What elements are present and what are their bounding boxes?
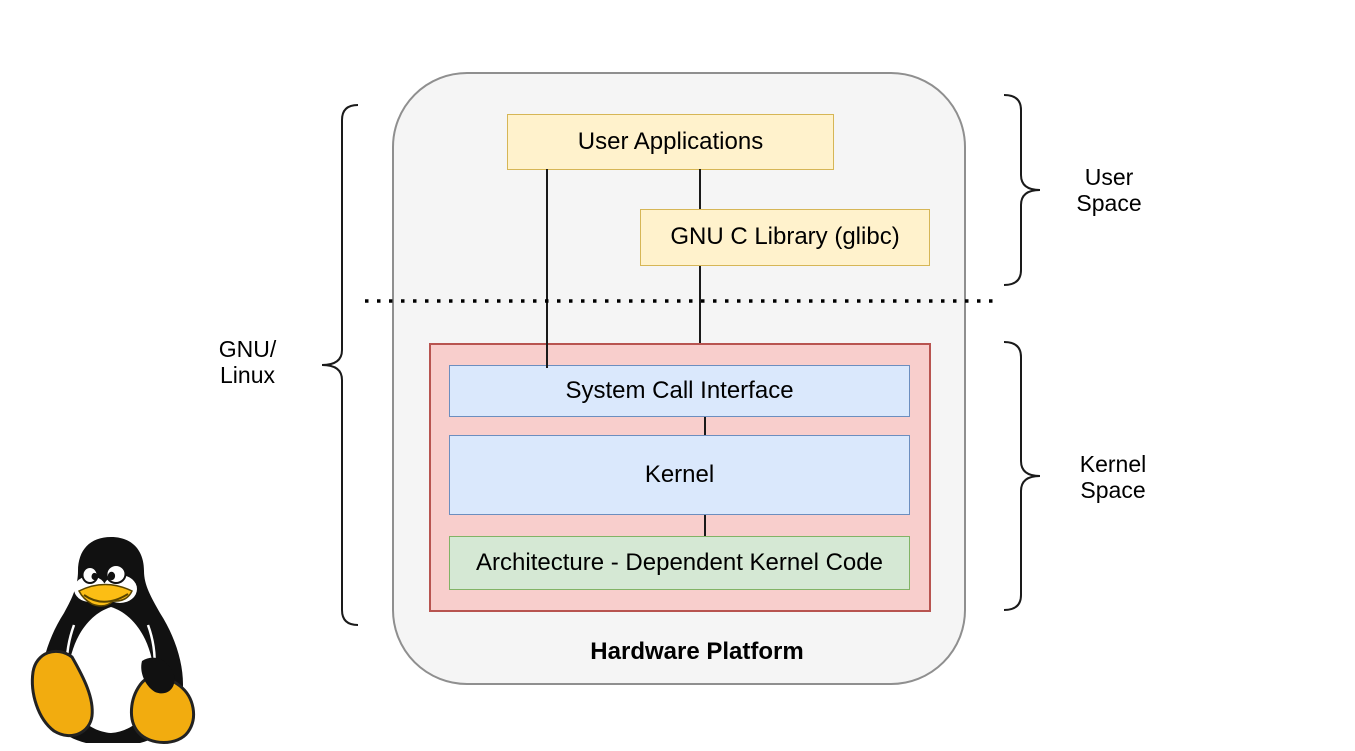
system-call-interface-label: System Call Interface (565, 376, 794, 404)
arch-dependent-kernel-code-box: Architecture - Dependent Kernel Code (449, 536, 910, 590)
arch-dependent-kernel-code-label: Architecture - Dependent Kernel Code (476, 548, 883, 576)
tux-flipper-right (141, 657, 175, 694)
gnu-linux-brace (321, 104, 359, 626)
tux-beak-smile (83, 593, 129, 603)
glibc-label: GNU C Library (glibc) (670, 223, 900, 251)
glibc-box: GNU C Library (glibc) (640, 209, 930, 266)
system-call-interface-box: System Call Interface (449, 365, 910, 417)
user-space-label-line2: Space (1076, 190, 1142, 216)
user-space-label: User Space (1066, 164, 1152, 216)
gnu-linux-label: GNU/ Linux (205, 336, 290, 388)
linux-tux-penguin-icon (30, 537, 196, 744)
tux-pupil-left (91, 572, 98, 581)
kernel-space-brace (1003, 341, 1041, 611)
kernel-space-label-line1: Kernel (1079, 451, 1147, 477)
user-applications-label: User Applications (577, 127, 764, 155)
user-applications-box: User Applications (507, 114, 834, 170)
kernel-space-label-line2: Space (1080, 477, 1146, 503)
tux-pupil-right (107, 571, 116, 581)
user-space-brace (1003, 94, 1041, 286)
kernel-label: Kernel (644, 460, 715, 488)
user-space-label-line1: User (1084, 164, 1134, 190)
kernel-box: Kernel (449, 435, 910, 515)
gnu-linux-label-line1: GNU/ (218, 336, 277, 362)
gnu-linux-label-line2: Linux (220, 362, 275, 388)
kernel-space-label: Kernel Space (1070, 451, 1156, 503)
hardware-platform-label: Hardware Platform (590, 638, 804, 665)
tux-foot-left (30, 649, 94, 738)
